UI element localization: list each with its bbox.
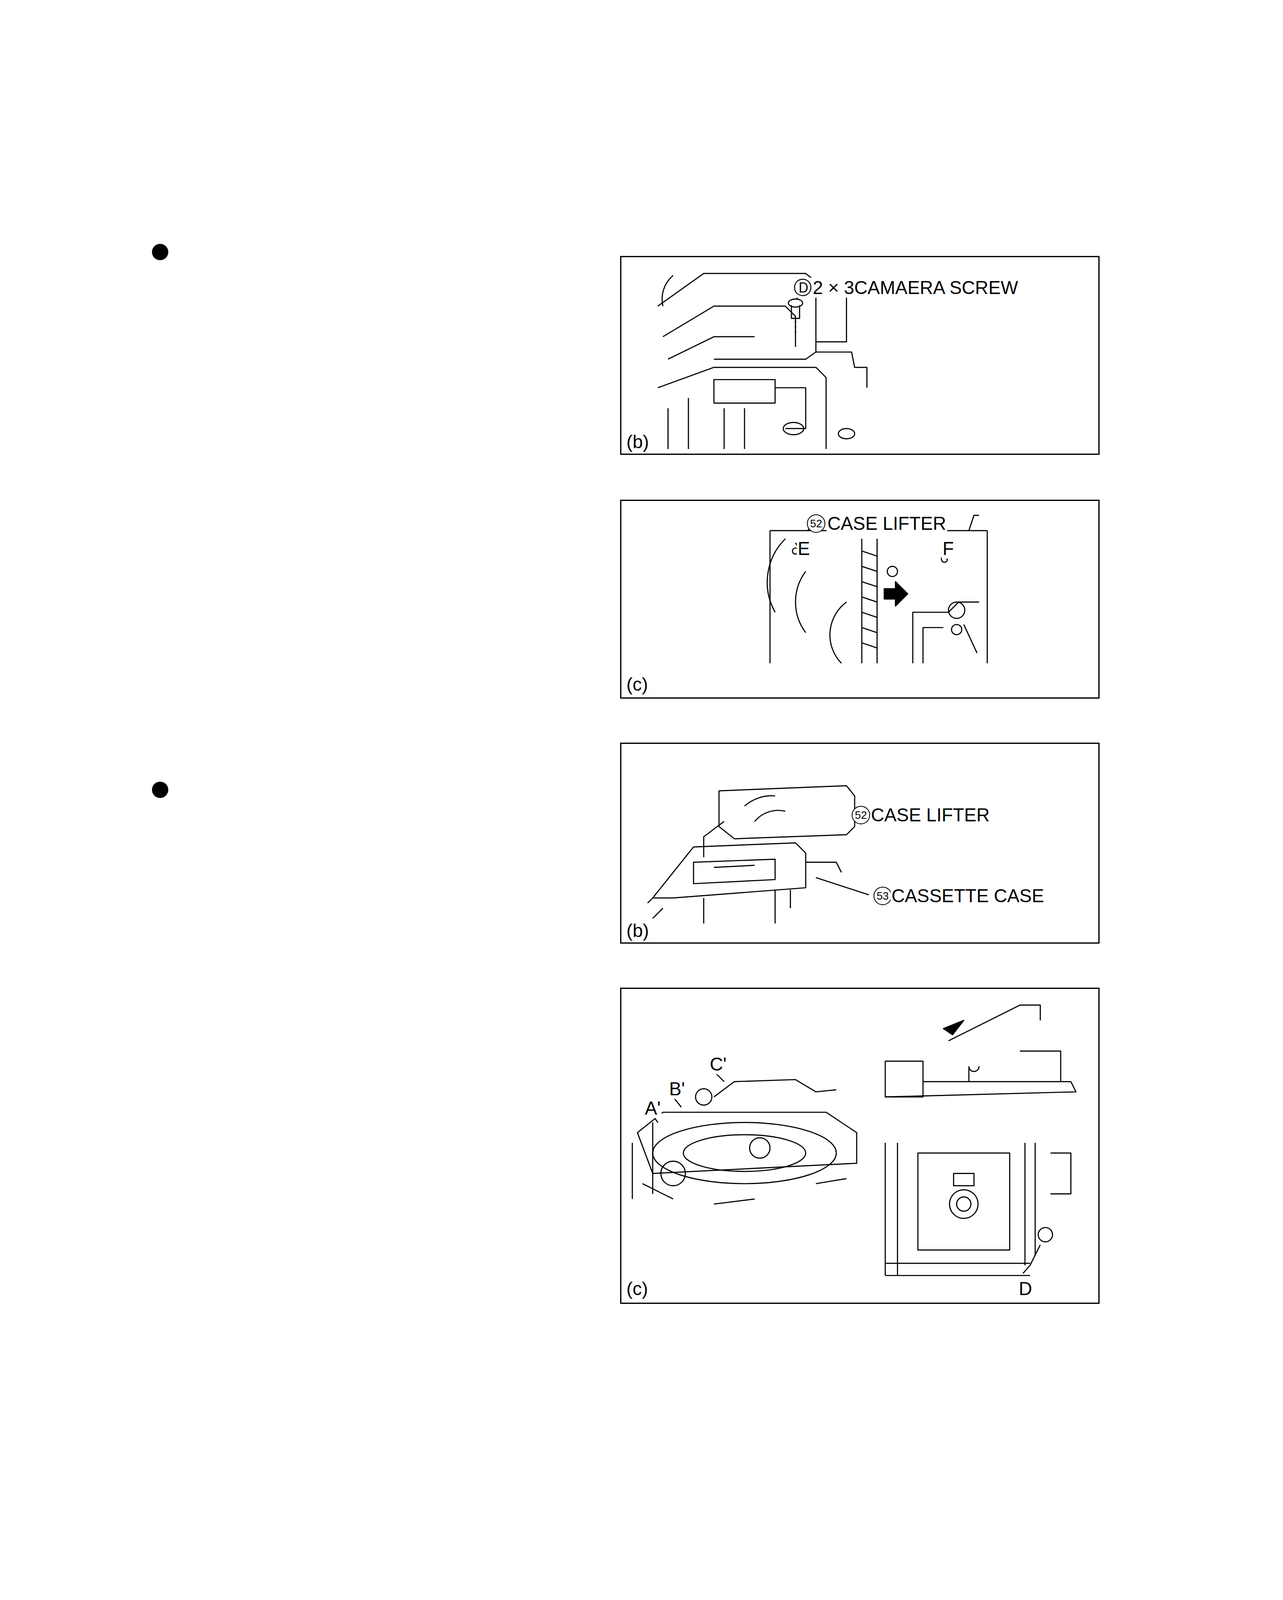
figure-label: (c) [625, 674, 649, 695]
callout-number: 52 [806, 514, 826, 533]
figure-panel: A' B' C' D (c) [620, 987, 1100, 1304]
point-label: F [941, 538, 955, 559]
point-label: B' [668, 1078, 686, 1099]
callout-number: 53 [873, 886, 892, 905]
figure-label: (b) [625, 920, 650, 941]
point-label: E [796, 538, 811, 559]
figure-panel: Ⓓ2 × 3CAMAERA SCREW (b) [620, 255, 1100, 455]
part-name: CASE LIFTER [870, 804, 991, 825]
figure-label: (c) [625, 1278, 649, 1299]
figure-label: (b) [625, 431, 650, 452]
part-name: CASSETTE CASE [890, 885, 1045, 906]
point-label: A' [644, 1097, 662, 1119]
callout-number: 52 [851, 805, 871, 825]
figure-panel: 52CASE LIFTER 53CASSETTE CASE (b) [620, 742, 1100, 944]
callout-letter: Ⓓ [792, 277, 813, 298]
point-label: C' [708, 1053, 728, 1075]
part-name: CASE LIFTER [826, 513, 948, 534]
point-label: D [1017, 1278, 1034, 1299]
part-name: 2 × 3CAMAERA SCREW [811, 277, 1019, 298]
figure-panel: 52CASE LIFTER E F (c) [620, 499, 1100, 699]
